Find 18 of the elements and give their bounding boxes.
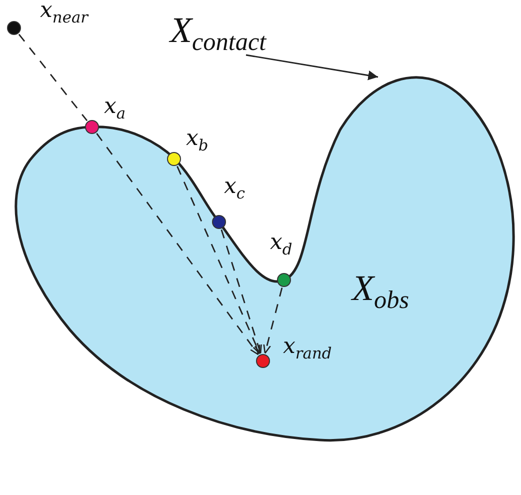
point-marker: [212, 215, 226, 229]
region-label: X$_{obs}$: [352, 270, 409, 314]
point-label: x$_{rand}$: [283, 336, 332, 362]
dashed-connector: [96, 133, 259, 356]
dashed-connector: [176, 166, 260, 354]
point-marker: [7, 21, 21, 35]
point-label: x$_{c}$: [224, 176, 246, 202]
obstacle-region: [14, 76, 515, 442]
point-label: x$_{a}$: [104, 96, 126, 122]
point-label: x$_{near}$: [40, 0, 88, 26]
dashed-connector: [18, 34, 88, 122]
arrow: [246, 54, 378, 80]
dashed-connector: [263, 288, 283, 354]
point-label: x$_{d}$: [270, 232, 292, 258]
dashed-connector: [220, 229, 262, 354]
point-label: x$_{b}$: [186, 128, 208, 154]
set-label: X$_{contact}$: [170, 12, 266, 56]
point-marker: [85, 120, 99, 134]
